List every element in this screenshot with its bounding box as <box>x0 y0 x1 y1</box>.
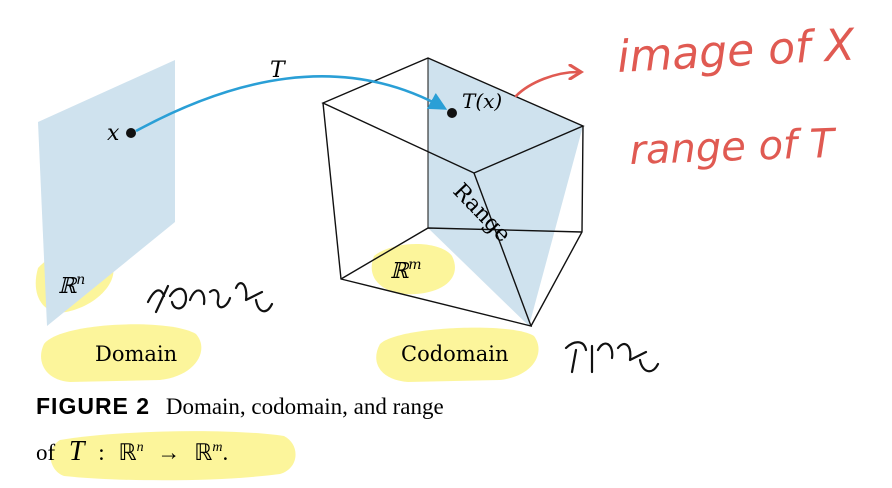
handwriting-red: image of X range of T <box>514 20 857 174</box>
highlight-codomain <box>376 327 539 382</box>
label-T: T <box>270 58 287 83</box>
handwriting-black <box>146 282 660 374</box>
codomain-cube <box>321 57 585 327</box>
figure-caption: FIGURE 2 Domain, codomain, and range of … <box>36 393 444 467</box>
label-x: x <box>107 121 120 146</box>
domain-plane <box>38 60 175 326</box>
label-tx: T(x) <box>462 89 502 113</box>
caption-line-2: of T : ℝn → ℝm. <box>36 431 228 467</box>
point-x <box>126 128 136 138</box>
mapping-arrow <box>135 75 448 133</box>
point-tx <box>447 108 457 118</box>
red-pointer-arrow <box>514 72 578 98</box>
label-codomain-space: ℝm <box>390 257 422 284</box>
label-codomain: Codomain <box>401 342 508 366</box>
label-domain: Domain <box>95 342 177 366</box>
highlight-domain <box>41 324 202 382</box>
handwriting-image-of-x: image of X <box>616 20 857 83</box>
handwriting-range-of-t: range of T <box>629 121 839 174</box>
label-domain-space: ℝn <box>58 272 85 299</box>
caption-line-1: FIGURE 2 Domain, codomain, and range <box>36 393 444 419</box>
highlight-codomain-space <box>371 244 455 295</box>
range-plane <box>428 58 583 326</box>
highlight-caption-mapping <box>50 431 296 481</box>
scribble-codomain-note <box>564 341 660 374</box>
scribble-domain-note <box>146 282 274 314</box>
